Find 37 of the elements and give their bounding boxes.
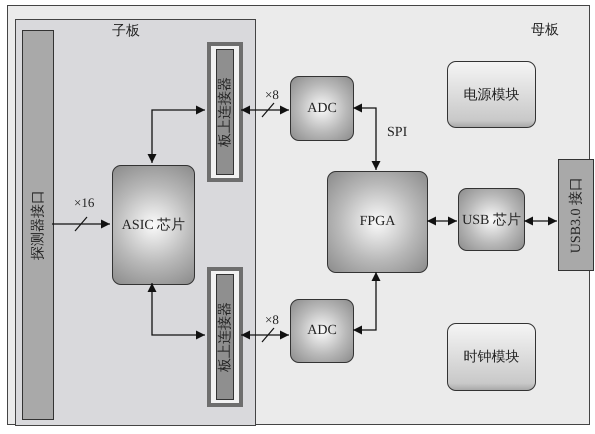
connector-block xyxy=(207,267,243,407)
connector-label: 板上连接器 xyxy=(216,77,234,147)
usb-chip-label: USB 芯片 xyxy=(462,212,521,228)
arrow xyxy=(148,283,205,340)
daughterboard-panel xyxy=(15,19,256,426)
adc-label: ADC xyxy=(307,323,337,339)
connector-block xyxy=(207,42,243,182)
usb-port-label: USB3.0 接口 xyxy=(568,176,585,254)
edge-label: ×8 xyxy=(264,88,280,102)
chip-label: ASIC 芯片 xyxy=(122,216,186,234)
arrow xyxy=(524,216,557,226)
fpga-label: FPGA xyxy=(360,214,396,230)
module-label: 电源模块 xyxy=(464,86,520,104)
interface-bar xyxy=(22,30,54,420)
arrow xyxy=(241,106,289,114)
chip-box xyxy=(112,165,195,285)
module-box xyxy=(447,323,536,391)
module-label: 时钟模块 xyxy=(464,348,520,366)
arrow xyxy=(353,104,380,170)
board-heading: 子板 xyxy=(112,24,140,40)
edge-label: ×8 xyxy=(264,313,280,327)
arrow xyxy=(52,220,110,228)
usb-chip-box xyxy=(458,188,525,251)
board-heading: 母板 xyxy=(531,23,559,39)
edge-label: ×16 xyxy=(73,196,96,210)
fpga-box xyxy=(327,171,428,273)
arrow xyxy=(241,330,289,340)
usb-port-bar xyxy=(558,159,594,271)
arrow xyxy=(148,106,205,163)
adc-label: ADC xyxy=(307,100,337,116)
interface-label: 探测器接口 xyxy=(30,190,47,260)
arrow xyxy=(427,216,457,226)
module-box xyxy=(447,61,536,128)
arrow xyxy=(353,272,380,334)
connector-label: 板上连接器 xyxy=(216,302,234,372)
adc-box xyxy=(290,299,354,363)
adc-box xyxy=(290,76,354,141)
